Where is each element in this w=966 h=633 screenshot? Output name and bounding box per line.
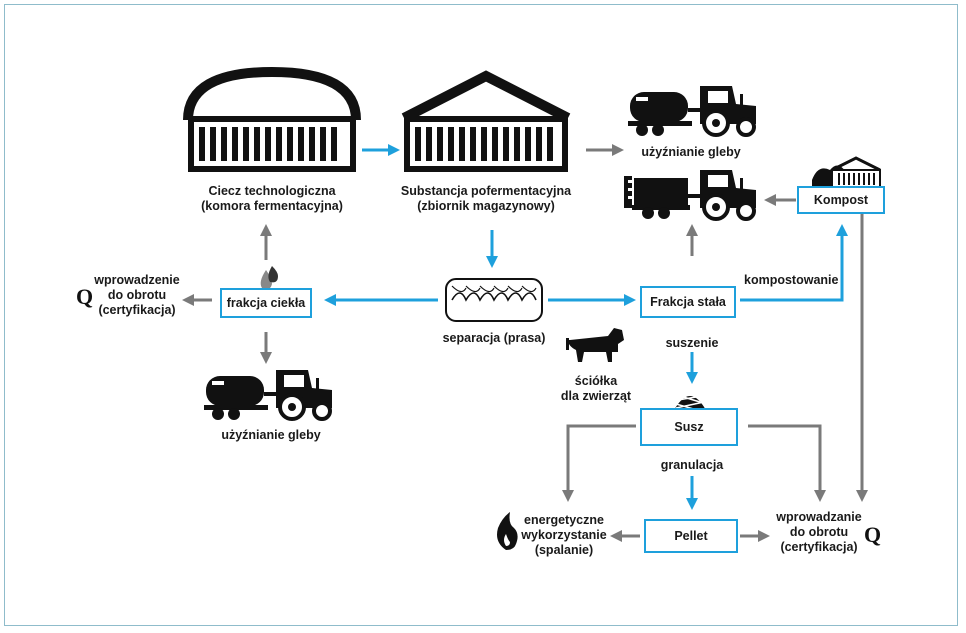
node-frakcja-ciekla: frakcja ciekła (220, 288, 312, 318)
sciolka-line1: ściółka (574, 374, 618, 388)
q-mark-right: Q (864, 522, 882, 547)
wprowadzenie-line1: wprowadzenie (94, 273, 180, 287)
liquid-drops-icon (260, 266, 278, 290)
label-kompostowanie: kompostowanie (744, 273, 839, 287)
label-wprowadzanie-right: wprowadzanie do obrotu (certyfikacja) (772, 510, 866, 555)
node-pellet: Pellet (644, 519, 738, 553)
ciecz-line1: Ciecz technologiczna (208, 184, 336, 198)
label-granulacja: granulacja (660, 458, 724, 472)
node-susz: Susz (640, 408, 738, 446)
arrow-stala-to-kompost (740, 224, 848, 302)
wprowadzanie-line1: wprowadzanie (776, 510, 862, 524)
ciecz-line2: (komora fermentacyjna) (201, 199, 343, 213)
arrow-susz-to-energetyczne (562, 424, 636, 502)
label-suszenie: suszenie (665, 336, 719, 350)
node-frakcja-stala: Frakcja stała (640, 286, 736, 318)
q-mark-left: Q (76, 284, 94, 309)
energetyczne-line1: energetyczne (524, 513, 604, 527)
tanker-tractor-icon (628, 86, 756, 137)
label-energetyczne: energetyczne wykorzystanie (spalanie) (516, 513, 612, 558)
diagram-frame (4, 4, 958, 626)
label-ciecz-technologiczna: Ciecz technologiczna (komora fermentacyj… (192, 184, 352, 214)
spreader-tractor-icon (624, 170, 756, 221)
energetyczne-line3: (spalanie) (534, 543, 594, 557)
screw-press-icon (445, 278, 543, 322)
substancja-line1: Substancja pofermentacyjna (400, 184, 572, 198)
storage-tank-icon (401, 70, 571, 172)
label-uzyznianie-top: użyźnianie gleby (641, 145, 741, 159)
wprowadzanie-line2: do obrotu (789, 525, 849, 539)
substancja-line2: (zbiornik magazynowy) (417, 199, 555, 213)
label-wprowadzenie-left: wprowadzenie do obrotu (certyfikacja) (92, 273, 182, 318)
label-substancja: Substancja pofermentacyjna (zbiornik mag… (396, 184, 576, 214)
wprowadzanie-line3: (certyfikacja) (780, 540, 858, 554)
label-separacja: separacja (prasa) (442, 331, 546, 345)
arrow-susz-to-obrot (748, 424, 826, 502)
energetyczne-line2: wykorzystanie (521, 528, 607, 542)
compost-shed-icon (812, 156, 881, 189)
cow-icon (566, 328, 624, 362)
flame-icon (497, 512, 518, 550)
sciolka-line2: dla zwierząt (560, 389, 632, 403)
label-sciolka: ściółka dla zwierząt (546, 374, 646, 404)
label-uzyznianie-bottom: użyźnianie gleby (221, 428, 321, 442)
dome-digester-icon (183, 66, 361, 172)
wprowadzenie-line2: do obrotu (107, 288, 167, 302)
tanker-tractor-icon (204, 370, 332, 421)
node-kompost: Kompost (797, 186, 885, 214)
wprowadzenie-line3: (certyfikacja) (98, 303, 176, 317)
